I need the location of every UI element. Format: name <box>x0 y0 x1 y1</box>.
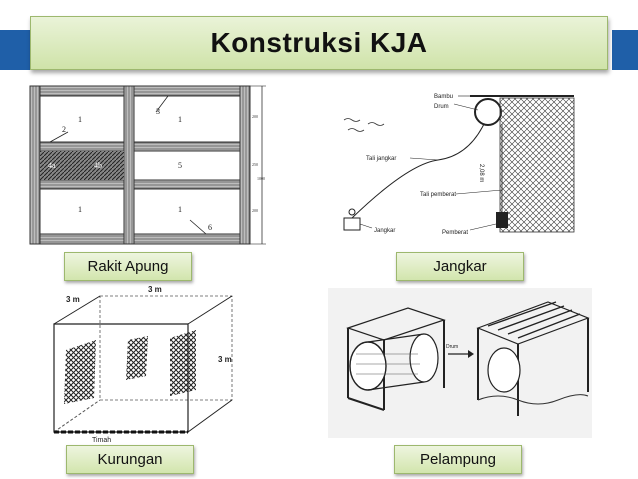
jangkar-figure: Bambu Drum Tali jangkar 2,08 m Tali pemb… <box>338 84 576 249</box>
raft-mark-1a: 1 <box>78 115 82 124</box>
raft-mark-3: 3 <box>156 107 160 116</box>
pelampung-figure: Drum <box>328 288 592 438</box>
anchor-label-depth: 2,08 m <box>478 164 484 182</box>
anchor-diagram: Bambu Drum Tali jangkar 2,08 m Tali pemb… <box>343 94 575 236</box>
caption-jangkar-text: Jangkar <box>433 258 487 275</box>
cage-label-3m-top: 3 m <box>148 285 162 294</box>
raft-mark-4b: 4b <box>94 161 102 170</box>
raft-mark-5: 5 <box>178 161 182 170</box>
anchor-label-pemberat: Pemberat <box>442 230 468 236</box>
raft-mark-6: 6 <box>208 223 212 232</box>
cage-net-drawing: 3 m 3 m 3 m Timah <box>53 285 233 444</box>
caption-pelampung-text: Pelampung <box>420 451 496 468</box>
raft-mark-1d: 1 <box>178 205 182 214</box>
anchor-label-tali-pemberat: Tali pemberat <box>420 192 456 198</box>
caption-kurungan-text: Kurungan <box>97 451 163 468</box>
caption-rakit-apung-text: Rakit Apung <box>87 258 169 275</box>
raft-dim-200-top: 200 <box>252 114 258 119</box>
raft-dim-200-bottom: 200 <box>252 208 258 213</box>
anchor-label-tali-jangkar: Tali jangkar <box>366 156 396 162</box>
raft-dim-250: 250 <box>252 162 258 167</box>
cage-label-3m-right: 3 m <box>218 355 232 364</box>
anchor-label-drum: Drum <box>434 104 449 110</box>
raft-plan-drawing: 1 2 3 1 4a 4b 5 1 1 6 200 250 200 1000 <box>29 85 266 245</box>
kurungan-figure: 3 m 3 m 3 m Timah <box>36 280 246 452</box>
top-accent-band-right <box>612 30 638 70</box>
anchor-label-bambu: Bambu <box>434 94 453 100</box>
cage-label-3m-left: 3 m <box>66 295 80 304</box>
top-accent-band-left <box>0 30 30 70</box>
float-label-drum: Drum <box>446 344 458 350</box>
float-drum-drawing: Drum <box>328 288 592 438</box>
raft-mark-1b: 1 <box>178 115 182 124</box>
raft-mark-4a: 4a <box>48 161 56 170</box>
rakit-apung-figure: 1 2 3 1 4a 4b 5 1 1 6 200 250 200 1000 <box>28 84 268 262</box>
caption-kurungan: Kurungan <box>66 445 194 474</box>
title-banner: Konstruksi KJA <box>30 16 608 70</box>
slide-title: Konstruksi KJA <box>210 27 428 58</box>
caption-rakit-apung: Rakit Apung <box>64 252 192 281</box>
caption-jangkar: Jangkar <box>396 252 524 281</box>
caption-pelampung: Pelampung <box>394 445 522 474</box>
cage-label-timah: Timah <box>92 437 111 444</box>
raft-mark-2: 2 <box>62 125 66 134</box>
raft-mark-1c: 1 <box>78 205 82 214</box>
raft-dim-1000: 1000 <box>257 176 265 181</box>
anchor-label-jangkar: Jangkar <box>374 228 395 234</box>
